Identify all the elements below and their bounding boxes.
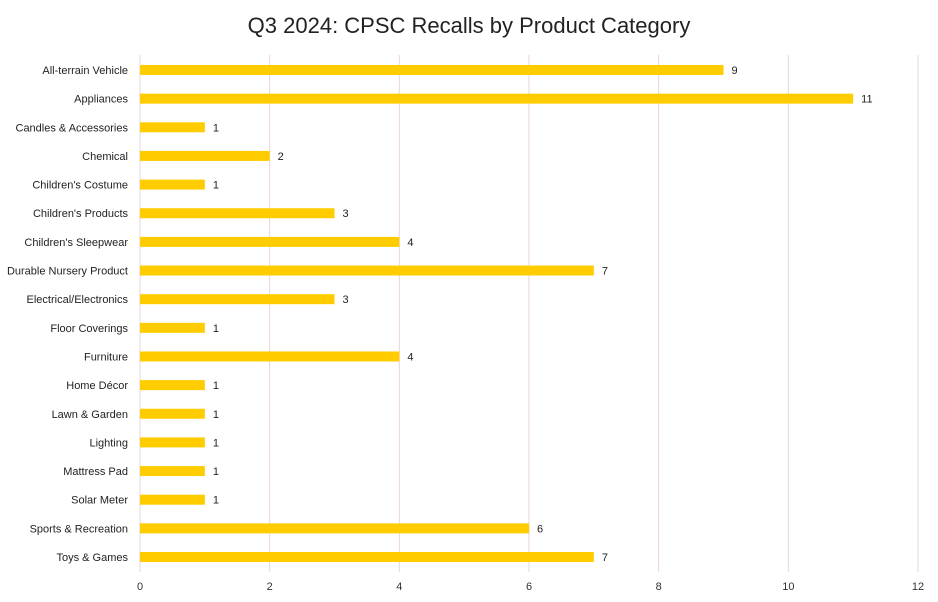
x-tick-label: 10 bbox=[782, 581, 794, 593]
category-label: Children's Costume bbox=[32, 180, 128, 192]
bar bbox=[140, 494, 205, 505]
category-label: Solar Meter bbox=[71, 495, 128, 507]
category-label: All-terrain Vehicle bbox=[42, 65, 128, 77]
data-label: 1 bbox=[213, 466, 219, 478]
bar bbox=[140, 351, 400, 362]
x-tick-label: 12 bbox=[912, 581, 924, 593]
x-tick-label: 6 bbox=[526, 581, 532, 593]
bar bbox=[140, 408, 205, 419]
category-label: Candles & Accessories bbox=[16, 122, 129, 134]
bar bbox=[140, 322, 205, 333]
data-label: 4 bbox=[407, 351, 413, 363]
bar bbox=[140, 65, 724, 75]
category-label: Children's Sleepwear bbox=[24, 237, 128, 249]
category-label: Chemical bbox=[82, 151, 128, 163]
category-label: Toys & Games bbox=[56, 552, 128, 564]
data-label: 1 bbox=[213, 437, 219, 449]
bar bbox=[140, 179, 205, 190]
data-label: 1 bbox=[213, 122, 219, 134]
data-label: 7 bbox=[602, 266, 608, 278]
bar bbox=[140, 265, 594, 276]
bar bbox=[140, 93, 854, 104]
category-label: Lawn & Garden bbox=[52, 409, 128, 421]
data-label: 1 bbox=[213, 409, 219, 421]
bar bbox=[140, 236, 400, 247]
category-label: Floor Coverings bbox=[50, 323, 128, 335]
category-label: Durable Nursery Product bbox=[7, 266, 128, 278]
bar bbox=[140, 150, 270, 161]
data-label: 11 bbox=[861, 94, 872, 106]
data-label: 3 bbox=[343, 208, 349, 220]
data-label: 1 bbox=[213, 495, 219, 507]
x-tick-label: 0 bbox=[137, 581, 143, 593]
data-label: 1 bbox=[213, 180, 219, 192]
chart-title: Q3 2024: CPSC Recalls by Product Categor… bbox=[248, 13, 691, 38]
category-label: Sports & Recreation bbox=[30, 523, 128, 535]
data-label: 4 bbox=[407, 237, 413, 249]
bar bbox=[140, 380, 205, 391]
bar bbox=[140, 523, 529, 534]
bar bbox=[140, 437, 205, 448]
bar bbox=[140, 294, 335, 305]
data-label: 3 bbox=[343, 294, 349, 306]
category-label: Home Décor bbox=[66, 380, 128, 392]
data-label: 9 bbox=[732, 65, 738, 77]
category-label: Children's Products bbox=[33, 208, 129, 220]
bar bbox=[140, 552, 594, 562]
category-label: Furniture bbox=[84, 351, 128, 363]
data-label: 7 bbox=[602, 552, 608, 564]
x-tick-label: 2 bbox=[267, 581, 273, 593]
bar bbox=[140, 208, 335, 219]
category-label: Mattress Pad bbox=[63, 466, 128, 478]
data-label: 2 bbox=[278, 151, 284, 163]
bar bbox=[140, 466, 205, 477]
x-tick-label: 8 bbox=[656, 581, 662, 593]
data-label: 6 bbox=[537, 523, 543, 535]
category-label: Electrical/Electronics bbox=[27, 294, 129, 306]
data-label: 1 bbox=[213, 380, 219, 392]
x-tick-label: 4 bbox=[396, 581, 402, 593]
bar bbox=[140, 122, 205, 133]
category-label: Appliances bbox=[74, 94, 128, 106]
data-label: 1 bbox=[213, 323, 219, 335]
category-label: Lighting bbox=[89, 437, 128, 449]
